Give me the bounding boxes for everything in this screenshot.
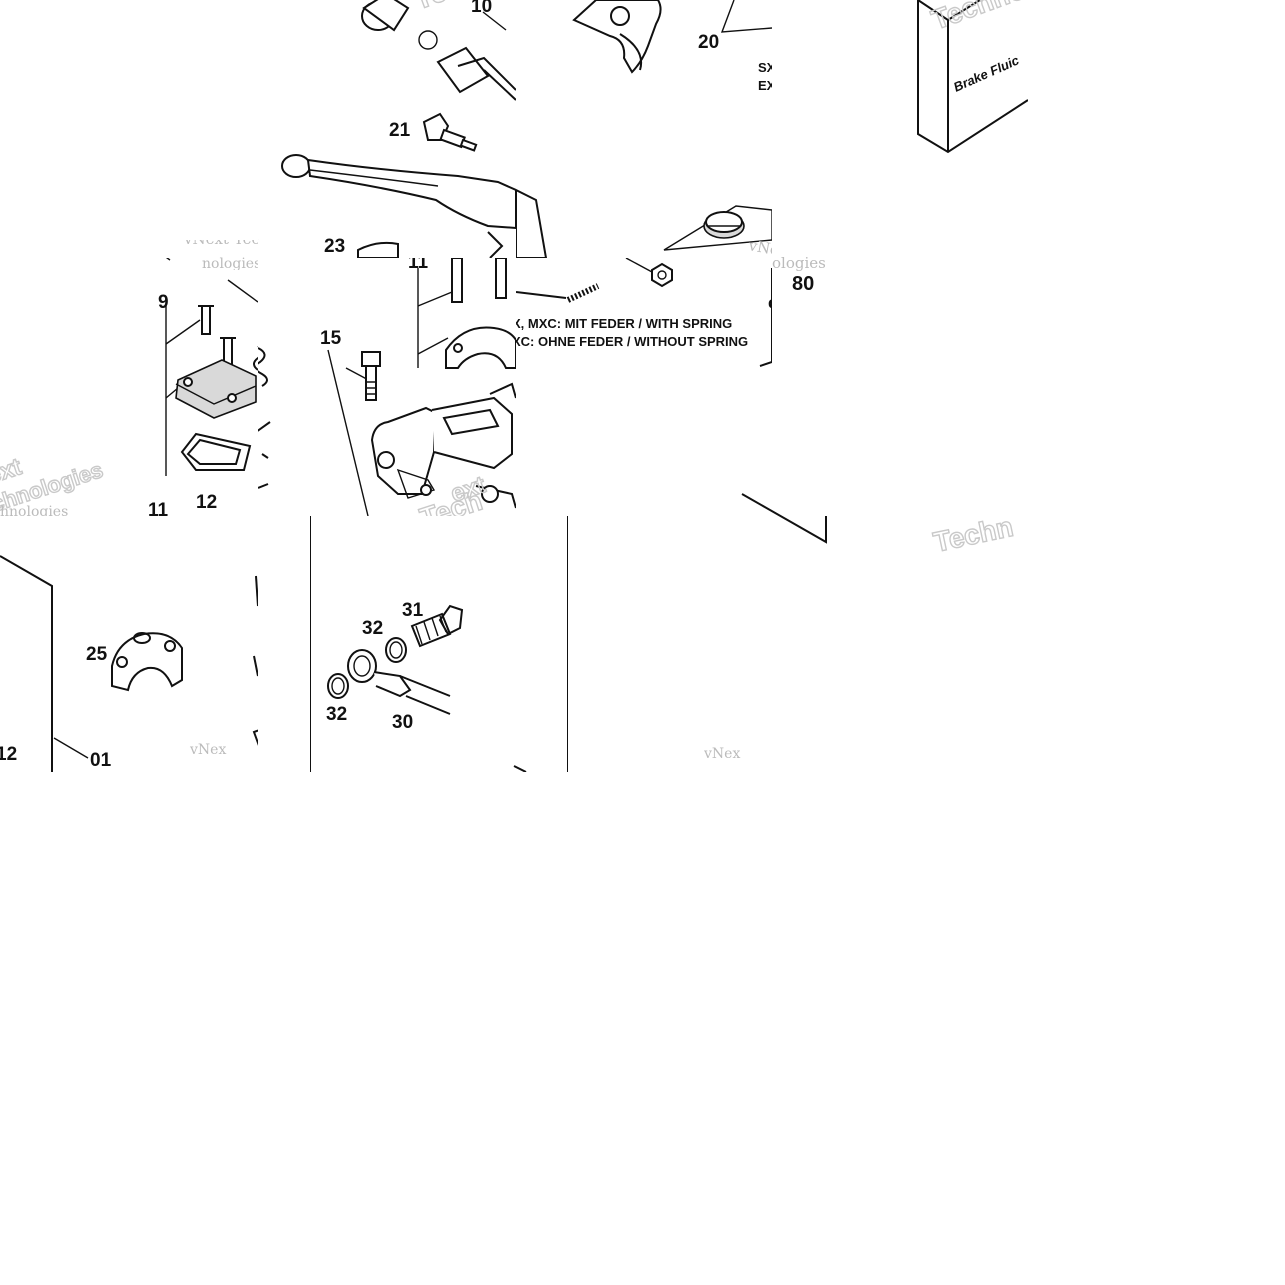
tile-master-cylinder-drawing: 15 xyxy=(258,258,516,516)
tile-brake-fluid-drawing: Brake Fluic Techno xyxy=(917,0,1028,154)
clamp-part-upper xyxy=(445,326,516,369)
label-30: 30 xyxy=(392,712,413,733)
watermark-vne: vNe xyxy=(746,236,772,258)
label-32-lower: 32 xyxy=(326,704,347,725)
label-01: 01 xyxy=(90,750,112,771)
tile-clamp: 25 01 12 vNex xyxy=(0,516,258,772)
note-sx-fragment: SX xyxy=(758,60,772,75)
diaphragm-part xyxy=(180,432,252,471)
note-without-spring: XC: OHNE FEDER / WITHOUT SPRING xyxy=(516,334,748,349)
label-11-center: 11 xyxy=(408,258,429,273)
watermark-nologies-left: nologies xyxy=(202,256,258,270)
washer-part-lower xyxy=(327,673,349,699)
banjo-fitting-part xyxy=(347,649,451,715)
reservoir-cap-part xyxy=(663,205,772,251)
piston-cup-part xyxy=(361,0,410,32)
note-ex-fragment: EX xyxy=(758,78,772,93)
tile-brake-hose: 31 32 32 30 xyxy=(310,516,568,772)
tile-brake-hose-drawing: 31 32 32 30 xyxy=(310,516,568,772)
tile-brake-fluid: Brake Fluic Techno xyxy=(772,0,1028,258)
tile-lever-body: 20 SX EX vNe xyxy=(516,0,772,258)
label-12-upper: 12 xyxy=(196,492,217,513)
cover-screw-part xyxy=(198,305,236,367)
tile-lever-body-drawing: 20 SX EX vNe xyxy=(516,0,772,258)
label-9: 9 xyxy=(158,292,169,313)
piston-part xyxy=(436,46,516,101)
tile-spring-note: X, MXC: MIT FEDER / WITH SPRING XC: OHNE… xyxy=(516,258,772,514)
label-21: 21 xyxy=(389,120,411,141)
lock-nut-part xyxy=(625,258,673,288)
tile-watermark-bottom-drawing: vNex xyxy=(704,746,740,762)
tile-clamp-drawing: 25 01 12 vNex xyxy=(0,555,258,772)
tile-right-lines-drawing: Techn xyxy=(741,493,1017,559)
label-fragment-d: d xyxy=(768,295,772,312)
tile-label-80-drawing: ologies 80 xyxy=(772,254,826,295)
label-10: 10 xyxy=(471,0,492,17)
return-spring-part xyxy=(516,283,600,303)
tile-lever-parts: 10 21 vNext Tec Techno 23 xyxy=(258,0,516,258)
watermark-tech-right: Techn xyxy=(931,511,1016,558)
tile-watermark-23-drawing: vNext Tec nologies xyxy=(183,240,258,270)
watermark-techno-box: Techno xyxy=(927,0,1028,36)
label-80: 80 xyxy=(792,273,814,295)
watermark-techno-top: Techno xyxy=(409,0,516,17)
tile-watermark-23: vNext Tec nologies xyxy=(110,240,258,270)
watermark-vnex-right: vNex xyxy=(704,746,740,762)
brake-lever-part xyxy=(281,154,516,230)
tile-spring-note-drawing: X, MXC: MIT FEDER / WITH SPRING XC: OHNE… xyxy=(516,258,772,367)
watermark-vnext-tec-left: vNext Tec xyxy=(183,240,258,248)
lever-pivot-part xyxy=(572,0,662,74)
tile-master-cylinder: 15 xyxy=(258,258,516,516)
watermark-ologies-80: ologies xyxy=(772,254,826,272)
tile-reservoir-cover: 9 11 xyxy=(0,258,258,516)
watermark-hnologies-left: hnologies xyxy=(0,504,68,516)
tile-right-lines: Techn xyxy=(740,490,1040,560)
tile-watermark-bottom: vNex xyxy=(704,736,764,766)
master-cylinder-body-part xyxy=(370,382,516,509)
label-23: 23 xyxy=(324,236,345,257)
reservoir-cover-part xyxy=(175,359,257,419)
tile-lever-parts-drawing: 10 21 vNext Tec Techno 23 xyxy=(258,0,516,258)
note-with-spring: X, MXC: MIT FEDER / WITH SPRING xyxy=(516,316,732,331)
brake-fluid-label: Brake Fluic xyxy=(951,52,1022,95)
pivot-bolt-part xyxy=(361,351,381,401)
banjo-bolt-part xyxy=(410,604,464,648)
label-25: 25 xyxy=(86,644,108,665)
label-15: 15 xyxy=(320,328,342,349)
tile-reservoir-cover-drawing: 9 11 xyxy=(0,258,258,516)
label-32-upper: 32 xyxy=(362,618,383,639)
label-12-lower: 12 xyxy=(0,744,17,765)
washer-part-upper xyxy=(385,637,407,663)
watermark-vnex-left: vNex xyxy=(189,742,226,758)
watermark-vnext-tec: vNext Tec xyxy=(258,228,259,246)
tile-label-80: ologies 80 xyxy=(772,240,1028,310)
handlebar-clamp-part xyxy=(111,632,183,692)
circlip-part xyxy=(418,30,438,50)
label-31: 31 xyxy=(402,600,424,621)
label-20: 20 xyxy=(698,32,719,53)
adjuster-knob-part xyxy=(422,112,478,152)
label-11: 11 xyxy=(148,500,169,516)
